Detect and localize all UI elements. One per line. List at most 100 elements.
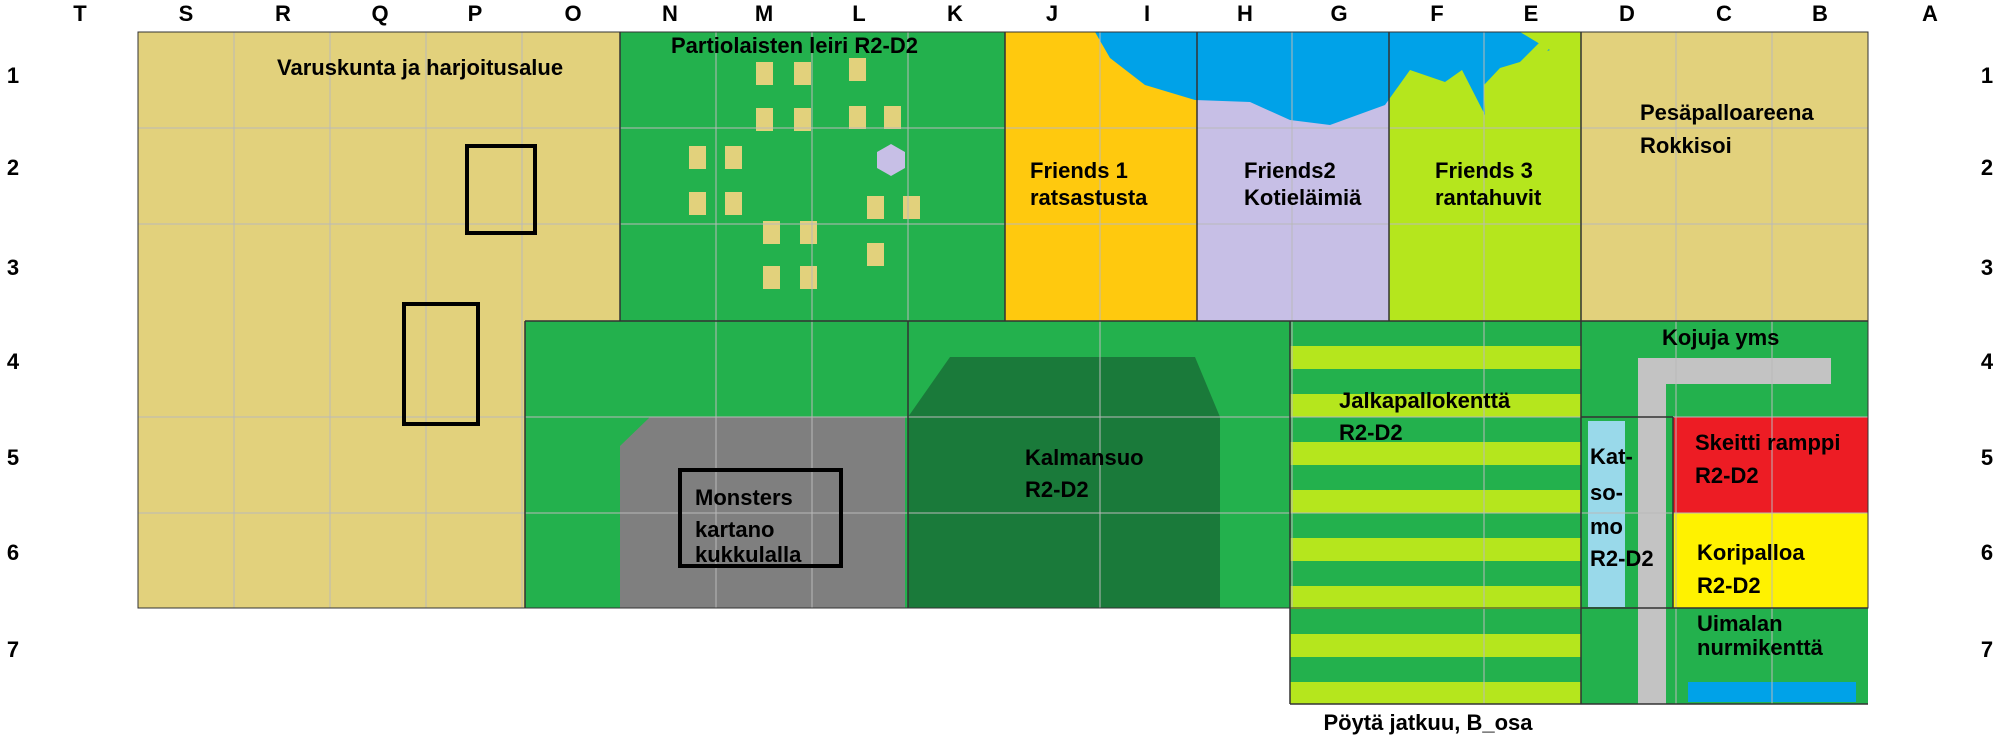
tent-icon: [867, 243, 884, 266]
zone-label-jalkapallo-line1: Jalkapallokenttä: [1339, 388, 1511, 413]
tent-icon: [903, 196, 920, 219]
row-label: 6: [7, 540, 19, 565]
row-label: 1: [7, 63, 19, 88]
field-stripe: [1290, 465, 1581, 490]
tent-icon: [794, 62, 811, 85]
column-label: F: [1430, 1, 1443, 26]
column-label: D: [1619, 1, 1635, 26]
campfire-icon: [877, 144, 905, 176]
row-headers-left: 1 2 3 4 5 6 7: [7, 63, 20, 662]
zone-label-friends1-line2: ratsastusta: [1030, 185, 1148, 210]
barracks-building: [465, 144, 537, 235]
zone-label-friends2-line1: Friends2: [1244, 158, 1336, 183]
zone-label-friends3-line2: rantahuvit: [1435, 185, 1542, 210]
tent-icon: [884, 106, 901, 129]
row-label: 5: [1981, 445, 1993, 470]
zone-label-friends2-line2: Kotieläimiä: [1244, 185, 1362, 210]
walkway-vertical: [1638, 358, 1666, 704]
field-stripe: [1290, 609, 1581, 634]
tent-icon: [800, 221, 817, 244]
row-label: 2: [1981, 155, 1993, 180]
shore-patch: [1520, 32, 1560, 62]
footer-note: Pöytä jatkuu, B_osa: [1323, 710, 1533, 735]
row-label: 7: [1981, 637, 1993, 662]
field-stripe: [1290, 561, 1581, 586]
column-label: A: [1922, 1, 1938, 26]
lake-water: [1095, 32, 1550, 125]
row-label: 1: [1981, 63, 1993, 88]
grid-lines: [138, 32, 1868, 704]
column-headers: T S R Q P O N M L K J I H G F E D C B A: [73, 1, 1938, 26]
zone-label-pesapallo-line1: Pesäpalloareena: [1640, 100, 1814, 125]
tent-icon: [763, 266, 780, 289]
zone-katsomo: [1588, 421, 1625, 607]
column-label: E: [1524, 1, 1539, 26]
zone-label-friends1-line1: Friends 1: [1030, 158, 1128, 183]
scout-camp-tents: [689, 58, 920, 289]
tent-icon: [849, 58, 866, 81]
tent-icon: [763, 221, 780, 244]
zone-label-kalmansuo-line2: R2-D2: [1025, 477, 1089, 502]
zone-label-partiolaiset: Partiolaisten leiri R2-D2: [671, 33, 918, 58]
zone-label-skeitti-line2: R2-D2: [1695, 463, 1759, 488]
zone-borders: [137, 31, 1869, 705]
column-label: Q: [371, 1, 388, 26]
tent-icon: [849, 106, 866, 129]
row-label: 2: [7, 155, 19, 180]
row-label: 7: [7, 637, 19, 662]
tent-icon: [725, 192, 742, 215]
column-label: N: [662, 1, 678, 26]
zone-label-monsters-line2: kartano: [695, 517, 774, 542]
zone-label-friends3-line1: Friends 3: [1435, 158, 1533, 183]
zone-label-katsomo-line1: Kat-: [1590, 444, 1633, 469]
zone-label-koripallo-line1: Koripalloa: [1697, 540, 1805, 565]
zone-skeitti: [1673, 417, 1868, 513]
zone-koripallo: [1673, 513, 1868, 608]
tent-icon: [756, 108, 773, 131]
manor-building: [678, 468, 843, 568]
zone-label-monsters-line3: kukkulalla: [695, 542, 802, 567]
row-label: 6: [1981, 540, 1993, 565]
zone-label-skeitti-line1: Skeitti ramppi: [1695, 430, 1840, 455]
column-label: R: [275, 1, 291, 26]
zone-label-monsters-line1: Monsters: [695, 485, 793, 510]
zone-label-pesapallo-line2: Rokkisoi: [1640, 133, 1732, 158]
field-stripe: [1290, 321, 1581, 346]
zone-label-katsomo-line4: R2-D2: [1590, 546, 1654, 571]
zone-label-kojuja: Kojuja yms: [1662, 325, 1779, 350]
column-label: O: [564, 1, 581, 26]
zone-label-koripallo-line2: R2-D2: [1697, 573, 1761, 598]
tent-icon: [867, 196, 884, 219]
row-label: 3: [1981, 255, 1993, 280]
zone-label-jalkapallo-line2: R2-D2: [1339, 420, 1403, 445]
tent-icon: [689, 146, 706, 169]
zone-kalmansuo: [908, 357, 1220, 608]
row-label: 5: [7, 445, 19, 470]
column-label: B: [1812, 1, 1828, 26]
column-label: T: [73, 1, 87, 26]
column-label: L: [852, 1, 865, 26]
column-label: K: [947, 1, 963, 26]
column-label: I: [1144, 1, 1150, 26]
column-label: M: [755, 1, 773, 26]
zone-label-katsomo-line2: so-: [1590, 480, 1623, 505]
tent-icon: [794, 108, 811, 131]
column-label: J: [1046, 1, 1058, 26]
column-label: G: [1330, 1, 1347, 26]
row-label: 4: [1981, 349, 1994, 374]
tent-icon: [725, 146, 742, 169]
row-label: 4: [7, 349, 20, 374]
zone-label-uimala-line2: nurmikenttä: [1697, 635, 1824, 660]
zone-label-katsomo-line3: mo: [1590, 514, 1623, 539]
row-label: 3: [7, 255, 19, 280]
walkway-horizontal: [1638, 358, 1831, 384]
field-stripe: [1290, 369, 1581, 394]
field-stripe: [1290, 657, 1581, 682]
tent-icon: [756, 62, 773, 85]
field-stripe: [1290, 417, 1581, 442]
column-label: C: [1716, 1, 1732, 26]
column-label: P: [468, 1, 483, 26]
field-stripe: [1290, 513, 1581, 538]
barracks-building: [402, 302, 480, 426]
